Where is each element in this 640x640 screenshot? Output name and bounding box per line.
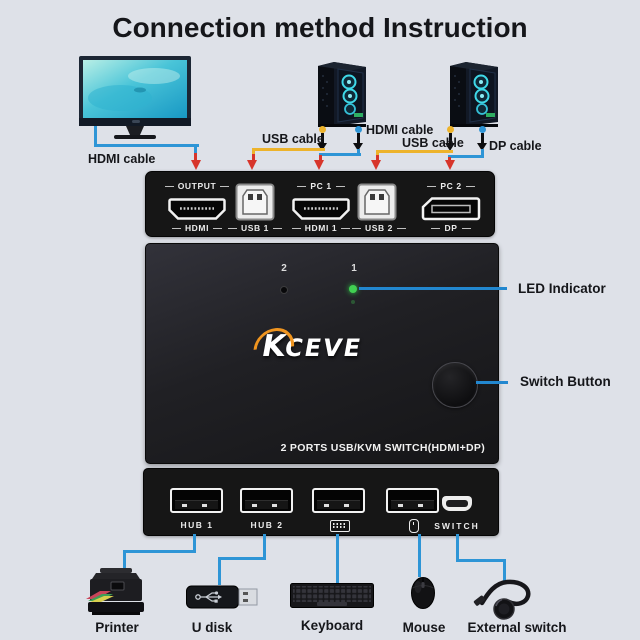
led2-number: 2 <box>281 263 287 274</box>
hdmi1-port-label: HDMI 1 <box>293 223 349 233</box>
pc-tower-2-image <box>450 62 498 127</box>
usb-a-port-hub1 <box>170 488 223 513</box>
monitor-hdmi-cable-label: HDMI cable <box>88 152 156 166</box>
switch-button-label: Switch Button <box>520 374 611 389</box>
usb-a-port-mouse <box>386 488 439 513</box>
usb-b-port-1 <box>235 183 275 221</box>
kvm-rear-panel: OUTPUT PC 1 PC 2 HDMI USB 1 HDMI 1 USB 2… <box>145 171 495 237</box>
external-switch-image <box>473 579 531 620</box>
usb-a-port-keyboard <box>312 488 365 513</box>
pc2-usb-connector-dot <box>447 126 454 133</box>
pc1-usb-connector-dot <box>319 126 326 133</box>
pc2-label: PC 2 <box>416 181 486 191</box>
hub2-label: HUB 2 <box>250 520 284 530</box>
keyboard-image <box>290 583 374 608</box>
mouse-label: Mouse <box>402 620 446 635</box>
led-2-off <box>280 286 288 294</box>
keyboard-icon <box>330 520 350 532</box>
down-arrow <box>449 133 452 144</box>
pc2-dp-connector-dot <box>479 126 486 133</box>
pc2-dp-cable-label: DP cable <box>489 139 542 153</box>
led-1-reflection <box>351 300 355 304</box>
dp-port-label: DP <box>423 223 479 233</box>
switch-button <box>432 362 478 408</box>
hdmi-output-port <box>168 198 226 220</box>
led-indicator-callout-line <box>359 287 507 290</box>
switch-button-callout-line <box>476 381 508 384</box>
usb1-port-label: USB 1 <box>227 223 283 233</box>
pc1-hdmi-cable-label: HDMI cable <box>366 123 434 137</box>
pc-tower-1-image <box>318 62 366 127</box>
printer-image <box>86 568 144 615</box>
kvm-bottom-panel: HUB 1 HUB 2 SWITCH <box>143 468 499 536</box>
pc1-usb-cable-label: USB cable <box>262 132 324 146</box>
down-arrow <box>357 133 360 144</box>
down-arrow-head <box>317 143 327 151</box>
pc1-label: PC 1 <box>286 181 356 191</box>
usb2-port-label: USB 2 <box>351 223 407 233</box>
displayport-port <box>421 197 481 221</box>
down-arrow <box>321 133 324 144</box>
pc2-usb-cable-label: USB cable <box>402 136 464 150</box>
hdmi-port-label: HDMI <box>169 223 225 233</box>
down-arrow-head <box>477 143 487 151</box>
mouse-icon <box>409 519 419 533</box>
down-arrow <box>481 133 484 144</box>
usb-a-port-hub2 <box>240 488 293 513</box>
printer-label: Printer <box>95 620 139 635</box>
keyboard-label: Keyboard <box>300 618 364 633</box>
udisk-label: U disk <box>191 620 233 635</box>
external-switch-label: External switch <box>467 620 567 635</box>
output-label: OUTPUT <box>162 181 232 191</box>
micro-usb-port-switch <box>442 496 472 511</box>
monitor-image <box>79 56 191 139</box>
down-arrow-head <box>445 143 455 151</box>
pc1-hdmi-connector-dot <box>355 126 362 133</box>
led-1-on <box>349 285 357 293</box>
mouse-image <box>411 577 435 609</box>
hdmi-pc1-port <box>292 198 350 220</box>
led-indicator-label: LED Indicator <box>518 281 606 296</box>
logo-swoosh <box>245 319 303 377</box>
page-title: Connection method Instruction <box>112 12 528 43</box>
model-text: 2 PORTS USB/KVM SWITCH(HDMI+DP) <box>280 442 485 454</box>
switch-port-label: SWITCH <box>434 521 480 531</box>
logo-rest: CEVE <box>282 334 365 362</box>
usb-b-port-2 <box>357 183 397 221</box>
udisk-image <box>186 585 258 609</box>
hub1-label: HUB 1 <box>180 520 214 530</box>
led1-number: 1 <box>351 263 357 274</box>
down-arrow-head <box>353 143 363 151</box>
